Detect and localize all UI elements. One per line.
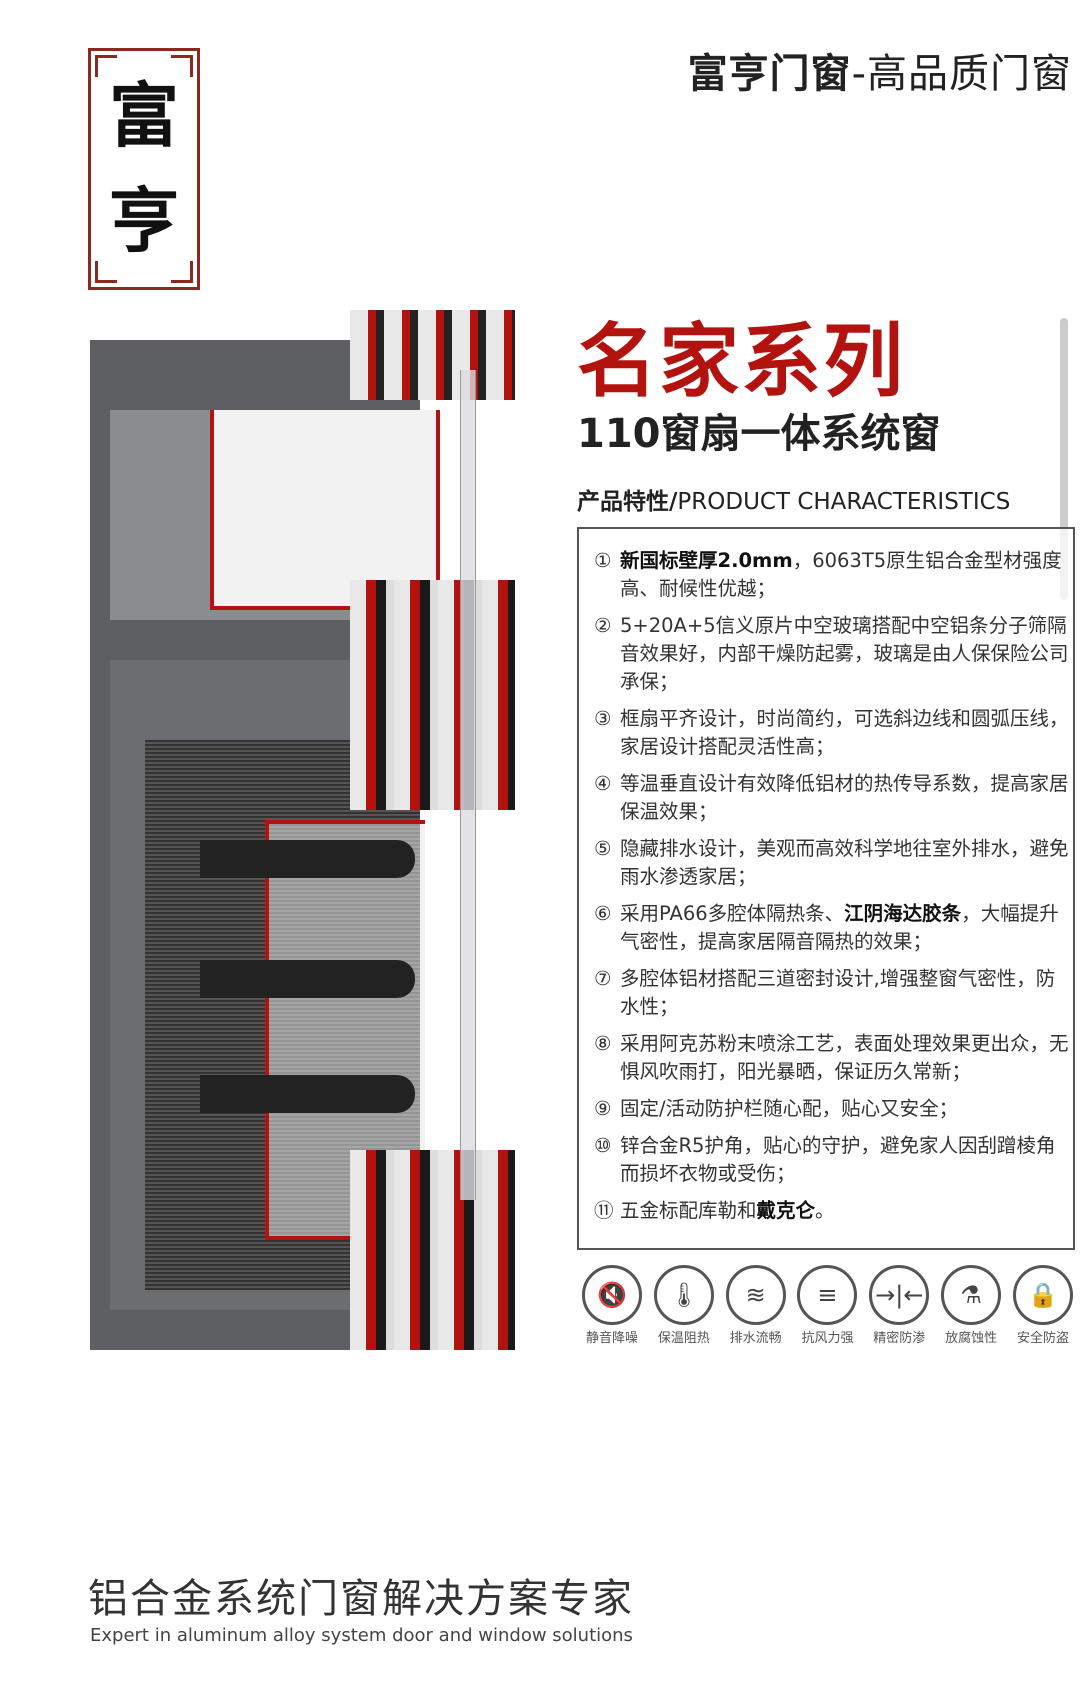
feature-number: ① bbox=[594, 549, 612, 572]
feature-highlight: 新国标壁厚2.0mm bbox=[620, 549, 793, 572]
feature-number: ⑧ bbox=[594, 1032, 612, 1055]
feature-badge: ≡ 抗风力强 bbox=[795, 1265, 859, 1347]
feature-text-pre: 采用PA66多腔体隔热条、 bbox=[620, 902, 845, 925]
wind-icon: ≡ bbox=[797, 1265, 858, 1325]
footer-slogan-cn: 铝合金系统门窗解决方案专家 bbox=[88, 1576, 634, 1622]
logo-char: 亨 bbox=[109, 179, 179, 262]
section-heading-cn: 产品特性/ bbox=[577, 489, 678, 515]
feature-item: ⑤ 隐藏排水设计，美观而高效科学地往室外排水，避免雨水渗透家居； bbox=[594, 835, 1069, 891]
feature-item: ② 5+20A+5信义原片中空玻璃搭配中空铝条分子筛隔音效果好，内部干燥防起雾，玻… bbox=[594, 612, 1069, 696]
feature-text-body: 固定/活动防护栏随心配，贴心又安全； bbox=[620, 1097, 959, 1120]
feature-badge: 🔒 安全防盗 bbox=[1011, 1265, 1075, 1347]
feature-text-body: 采用阿克苏粉末喷涂工艺，表面处理效果更出众，无惧风吹雨打，阳光暴晒，保证历久常新… bbox=[620, 1032, 1069, 1083]
feature-item: ⑩ 锌合金R5护角，贴心的守护，避免家人因刮蹭棱角而损坏衣物或受伤； bbox=[594, 1132, 1069, 1188]
feature-item: ⑦ 多腔体铝材搭配三道密封设计,增强整窗气密性，防水性； bbox=[594, 965, 1069, 1021]
feature-text: 采用PA66多腔体隔热条、江阴海达胶条，大幅提升气密性，提高家居隔音隔热的效果； bbox=[620, 900, 1069, 956]
feature-text: 多腔体铝材搭配三道密封设计,增强整窗气密性，防水性； bbox=[620, 965, 1069, 1021]
brand-seal-logo: 富 亨 bbox=[88, 48, 200, 290]
footer-slogan-en: Expert in aluminum alloy system door and… bbox=[90, 1625, 633, 1646]
feature-text-body: 5+20A+5信义原片中空玻璃搭配中空铝条分子筛隔音效果好，内部干燥防起雾，玻璃… bbox=[620, 614, 1069, 693]
shield-lock-icon: 🔒 bbox=[1012, 1265, 1073, 1325]
feature-text-body: 框扇平齐设计，时尚简约，可选斜边线和圆弧压线，家居设计搭配灵活性高； bbox=[620, 707, 1069, 758]
feature-text: 隐藏排水设计，美观而高效科学地往室外排水，避免雨水渗透家居； bbox=[620, 835, 1069, 891]
feature-badge-label: 排水流畅 bbox=[729, 1331, 782, 1346]
brand-header: 富亨门窗-高品质门窗 bbox=[688, 52, 1072, 96]
logo-char: 富 bbox=[109, 74, 179, 157]
feature-badge-label: 保温阻热 bbox=[657, 1331, 710, 1346]
series-title: 名家系列 bbox=[577, 315, 905, 408]
feature-badge-label: 抗风力强 bbox=[801, 1331, 854, 1346]
feature-item: ⑨ 固定/活动防护栏随心配，贴心又安全； bbox=[594, 1095, 1069, 1123]
brand-tagline: -高品质门窗 bbox=[851, 51, 1072, 97]
feature-text: 5+20A+5信义原片中空玻璃搭配中空铝条分子筛隔音效果好，内部干燥防起雾，玻璃… bbox=[620, 612, 1069, 696]
feature-highlight: 江阴海达胶条 bbox=[844, 902, 962, 925]
feature-badge: →|← 精密防渗 bbox=[867, 1265, 931, 1347]
feature-text-body: 等温垂直设计有效降低铝材的热传导系数，提高家居保温效果； bbox=[620, 772, 1069, 823]
feature-text: 新国标壁厚2.0mm，6063T5原生铝合金型材强度高、耐候性优越； bbox=[620, 547, 1069, 603]
feature-text: 框扇平齐设计，时尚简约，可选斜边线和圆弧压线，家居设计搭配灵活性高； bbox=[620, 705, 1069, 761]
thermometer-icon: 🌡 bbox=[653, 1265, 714, 1325]
feature-badge: ≋ 排水流畅 bbox=[724, 1265, 788, 1347]
scrollbar[interactable] bbox=[1060, 318, 1068, 600]
feature-item: ③ 框扇平齐设计，时尚简约，可选斜边线和圆弧压线，家居设计搭配灵活性高； bbox=[594, 705, 1069, 761]
feature-text-after: ，大幅提升气密性，提高家居隔音隔热的效果； bbox=[620, 902, 1059, 953]
feature-text-pre: 五金标配库勒和 bbox=[620, 1199, 757, 1222]
feature-text: 固定/活动防护栏随心配，贴心又安全； bbox=[620, 1095, 958, 1123]
feature-badge: 🌡 保温阻热 bbox=[652, 1265, 716, 1347]
feature-text-body: 隐藏排水设计，美观而高效科学地往室外排水，避免雨水渗透家居； bbox=[620, 837, 1069, 888]
mute-speaker-icon: 🔇 bbox=[582, 1265, 642, 1325]
window-profile-illustration bbox=[90, 310, 515, 1355]
feature-item: ④ 等温垂直设计有效降低铝材的热传导系数，提高家居保温效果； bbox=[594, 770, 1069, 826]
feature-number: ⑪ bbox=[594, 1199, 614, 1222]
feature-badge-label: 静音降噪 bbox=[585, 1331, 638, 1346]
feature-number: ④ bbox=[594, 772, 612, 795]
feature-item: ⑪ 五金标配库勒和戴克仑。 bbox=[594, 1197, 1069, 1225]
feature-badge: ⚗ 放腐蚀性 bbox=[939, 1265, 1003, 1347]
feature-text: 采用阿克苏粉末喷涂工艺，表面处理效果更出众，无惧风吹雨打，阳光暴晒，保证历久常新… bbox=[620, 1030, 1069, 1086]
feature-text-body: ，6063T5原生铝合金型材强度高、耐候性优越； bbox=[620, 549, 1062, 600]
feature-text-body: 锌合金R5护角，贴心的守护，避免家人因刮蹭棱角而损坏衣物或受伤； bbox=[620, 1134, 1056, 1185]
seal-arrows-icon: →|← bbox=[869, 1265, 930, 1325]
feature-icons-row: 🔇 静音降噪 🌡 保温阻热 ≋ 排水流畅 ≡ 抗风力强 →|← 精密防渗 ⚗ 放腐蚀性 🔒 安全防盗 bbox=[580, 1265, 1075, 1347]
water-waves-icon: ≋ bbox=[725, 1265, 786, 1325]
section-heading-en: PRODUCT CHARACTERISTICS bbox=[677, 489, 1011, 515]
feature-text-body: 多腔体铝材搭配三道密封设计,增强整窗气密性，防水性； bbox=[620, 967, 1056, 1018]
feature-number: ③ bbox=[594, 707, 612, 730]
feature-text-after: 。 bbox=[815, 1199, 835, 1222]
features-list: ① 新国标壁厚2.0mm，6063T5原生铝合金型材强度高、耐候性优越； ② 5+20… bbox=[577, 527, 1075, 1250]
feature-number: ⑦ bbox=[594, 967, 612, 990]
feature-badge-label: 安全防盗 bbox=[1016, 1331, 1069, 1346]
feature-text: 五金标配库勒和戴克仑。 bbox=[620, 1197, 835, 1225]
feature-badge-label: 放腐蚀性 bbox=[945, 1331, 998, 1346]
feature-number: ⑤ bbox=[594, 837, 612, 860]
feature-number: ⑩ bbox=[594, 1134, 612, 1157]
brand-name: 富亨门窗 bbox=[687, 51, 852, 97]
feature-item: ⑧ 采用阿克苏粉末喷涂工艺，表面处理效果更出众，无惧风吹雨打，阳光暴晒，保证历久常… bbox=[594, 1030, 1069, 1086]
feature-badge: 🔇 静音降噪 bbox=[580, 1265, 644, 1347]
feature-highlight: 戴克仑 bbox=[756, 1199, 816, 1222]
feature-number: ⑥ bbox=[594, 902, 612, 925]
feature-number: ⑨ bbox=[594, 1097, 612, 1120]
product-subtitle: 110窗扇一体系统窗 bbox=[577, 411, 941, 457]
feature-number: ② bbox=[594, 614, 612, 637]
feature-badge-label: 精密防渗 bbox=[873, 1331, 926, 1346]
feature-item: ① 新国标壁厚2.0mm，6063T5原生铝合金型材强度高、耐候性优越； bbox=[594, 547, 1069, 603]
corrosion-icon: ⚗ bbox=[941, 1265, 1002, 1325]
feature-text: 等温垂直设计有效降低铝材的热传导系数，提高家居保温效果； bbox=[620, 770, 1069, 826]
feature-item: ⑥ 采用PA66多腔体隔热条、江阴海达胶条，大幅提升气密性，提高家居隔音隔热的效果… bbox=[594, 900, 1069, 956]
section-heading: 产品特性/PRODUCT CHARACTERISTICS bbox=[577, 489, 1011, 515]
feature-text: 锌合金R5护角，贴心的守护，避免家人因刮蹭棱角而损坏衣物或受伤； bbox=[620, 1132, 1069, 1188]
